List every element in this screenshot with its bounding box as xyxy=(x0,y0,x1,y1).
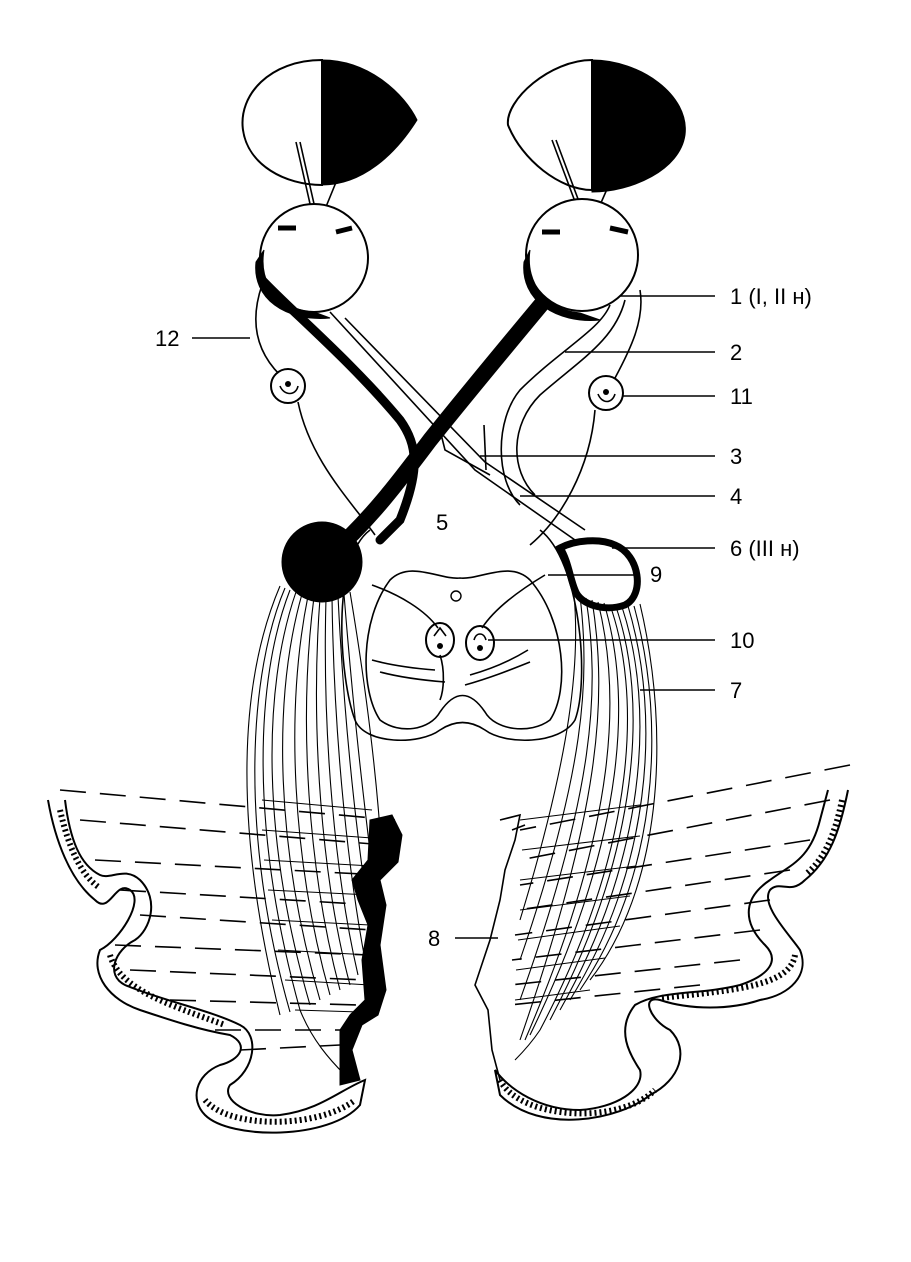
label-6: 6 (III н) xyxy=(730,536,800,561)
right-ciliary-ganglion xyxy=(588,375,624,411)
label-8: 8 xyxy=(428,926,440,951)
left-optic-radiation xyxy=(246,585,383,1076)
pupillary-fibers xyxy=(254,284,642,546)
left-ciliary-ganglion xyxy=(270,368,306,404)
left-visual-field xyxy=(241,58,418,187)
right-visual-field xyxy=(506,58,686,193)
right-optic-radiation xyxy=(514,594,658,1061)
label-1: 1 (I, II н) xyxy=(730,284,812,309)
label-4: 4 xyxy=(730,484,742,509)
projection-dashes xyxy=(59,764,851,1051)
label-11: 11 xyxy=(730,384,753,409)
right-occipital-cortex xyxy=(494,789,849,1121)
label-9: 9 xyxy=(650,562,662,587)
optic-pathway xyxy=(257,275,626,562)
label-3: 3 xyxy=(730,444,742,469)
label-7: 7 xyxy=(730,678,742,703)
label-2: 2 xyxy=(730,340,742,365)
left-lateral-geniculate-body xyxy=(281,521,363,603)
left-occipital-cortex xyxy=(47,799,367,1134)
left-eye xyxy=(255,203,369,319)
leader-lines xyxy=(192,295,715,939)
label-10: 10 xyxy=(730,628,754,653)
label-12: 12 xyxy=(155,326,179,351)
midbrain xyxy=(341,529,583,742)
left-calcarine-black xyxy=(339,814,403,1086)
right-calcarine-outline xyxy=(474,813,526,1081)
label-5: 5 xyxy=(436,510,448,535)
